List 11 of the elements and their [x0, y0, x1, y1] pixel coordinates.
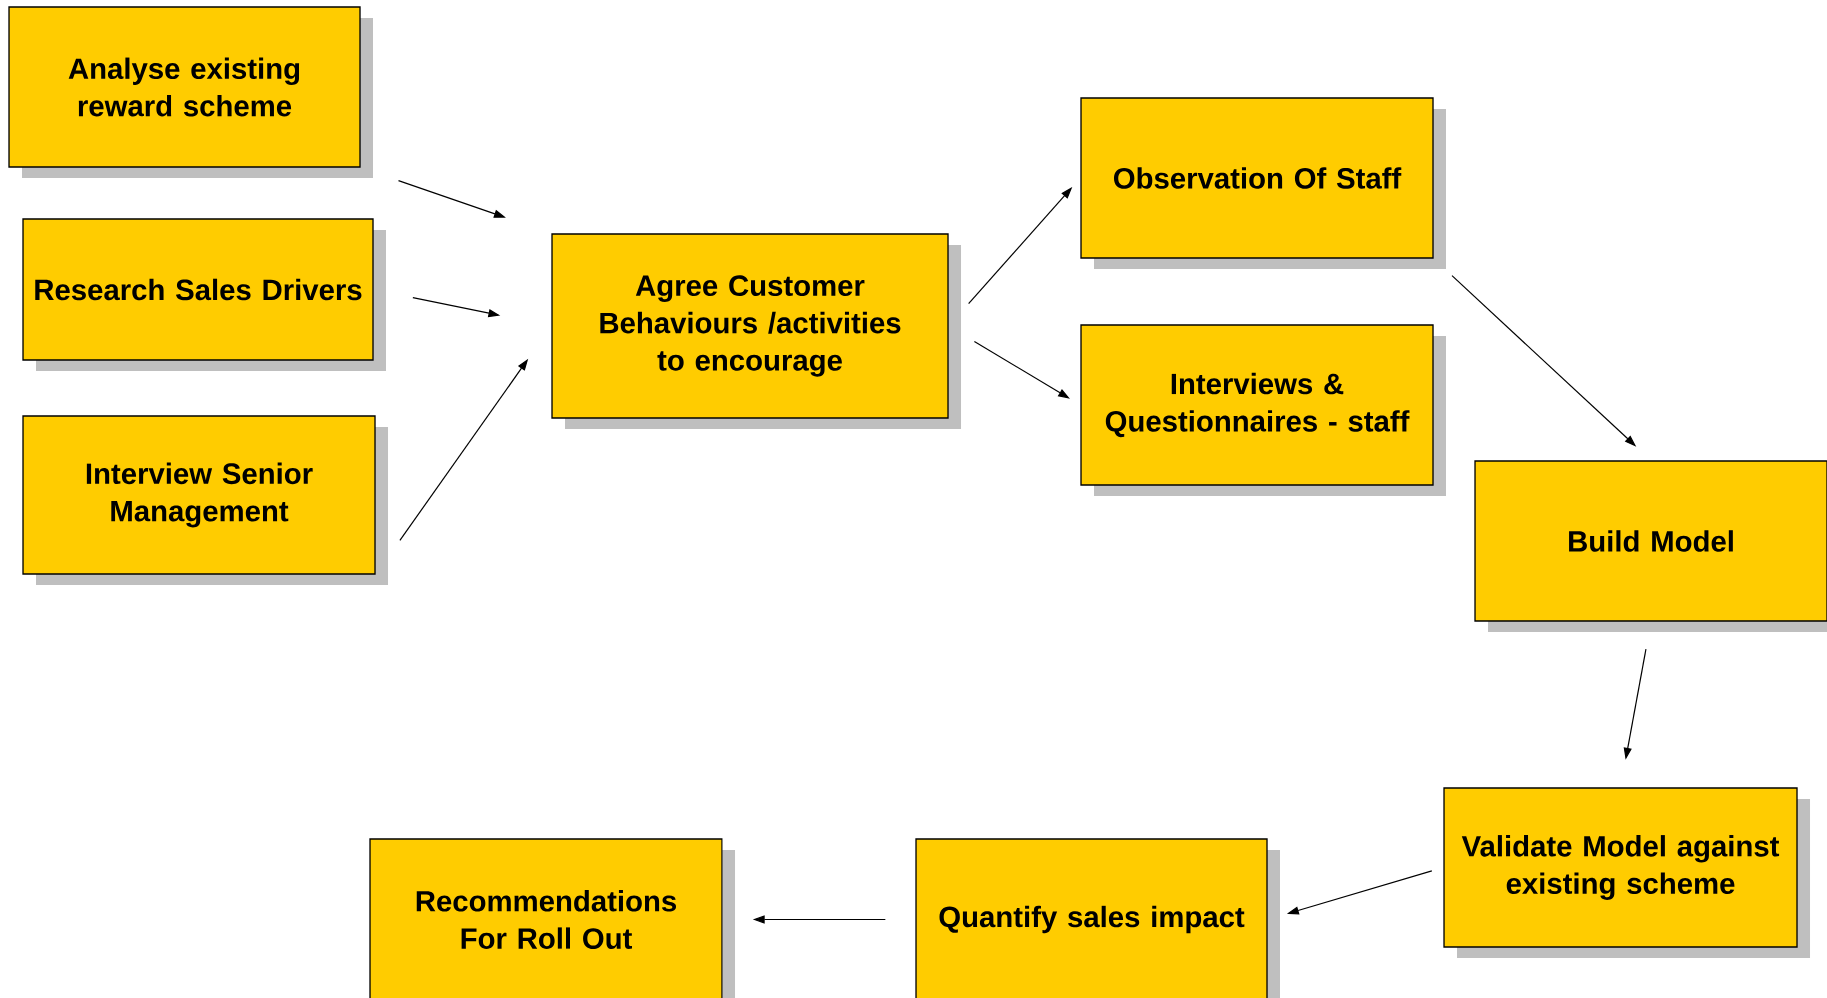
- process-box: Analyse existing reward scheme: [8, 6, 373, 178]
- process-box: Validate Model against existing scheme: [1443, 787, 1810, 958]
- process-box: Interview Senior Management: [22, 415, 388, 585]
- process-box: Recommendations For Roll Out: [369, 838, 735, 998]
- arrow: [973, 340, 1070, 399]
- process-box: Interviews & Questionnaires - staff: [1080, 324, 1446, 496]
- process-box: Observation Of Staff: [1080, 97, 1446, 269]
- process-box: Quantify sales impact: [915, 838, 1280, 998]
- process-box: Agree Customer Behaviours /activities to encourage: [551, 233, 961, 429]
- process-box: Build Model: [1474, 460, 1827, 632]
- process-box: Research Sales Drivers: [22, 218, 386, 371]
